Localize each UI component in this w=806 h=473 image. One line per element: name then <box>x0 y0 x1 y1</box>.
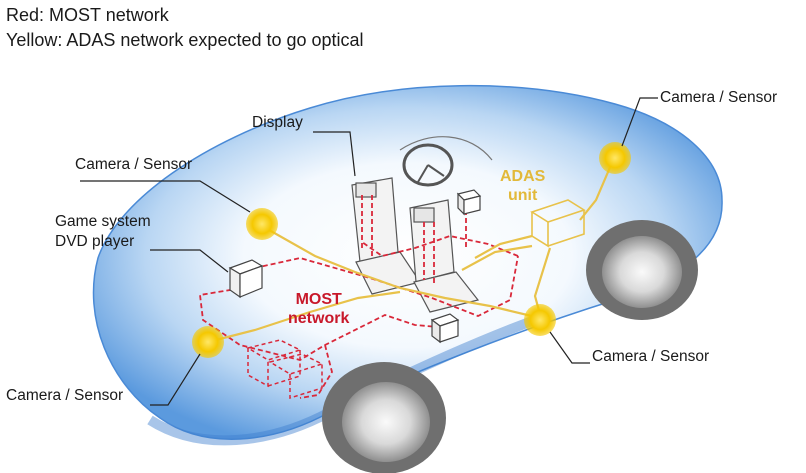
label-game-system: Game system <box>55 213 151 230</box>
most-network-label-line2: network <box>288 310 350 327</box>
label-dvd-player: DVD player <box>55 233 135 250</box>
adas-network-lines <box>207 157 616 344</box>
most-network-label: MOST network <box>288 290 349 328</box>
label-camera-sensor-bottom-left: Camera / Sensor <box>6 387 124 404</box>
adas-unit-label: ADAS unit <box>500 167 545 205</box>
car-body <box>92 85 723 440</box>
most-network-label-line1: MOST <box>295 291 342 308</box>
label-camera-sensor-top-right: Camera / Sensor <box>660 89 778 106</box>
sensor-node-left <box>246 208 278 240</box>
label-camera-sensor-right: Camera / Sensor <box>592 348 710 365</box>
legend-adas-network: Yellow: ADAS network expected to go opti… <box>6 30 364 50</box>
adas-unit-box <box>530 199 586 248</box>
front-seat-left <box>351 177 421 295</box>
adas-unit-label-line1: ADAS <box>500 168 546 185</box>
rear-display-box <box>456 189 482 216</box>
callout-leaders <box>80 97 658 406</box>
adas-unit-label-line2: unit <box>508 187 538 204</box>
game-dvd-device <box>228 259 264 299</box>
label-camera-sensor-left: Camera / Sensor <box>75 156 193 173</box>
front-left-wheel <box>342 382 430 462</box>
most-network-lines <box>199 195 519 399</box>
sensor-node-top-right <box>599 142 631 174</box>
center-device-box <box>430 313 460 344</box>
sensor-node-right <box>524 304 556 336</box>
steering-wheel <box>402 143 454 187</box>
legend-most-network: Red: MOST network <box>6 5 169 25</box>
rear-right-wheel <box>602 236 682 308</box>
sensor-node-bottom-left <box>192 326 224 358</box>
most-storage-units <box>246 339 324 400</box>
label-display: Display <box>252 114 303 131</box>
